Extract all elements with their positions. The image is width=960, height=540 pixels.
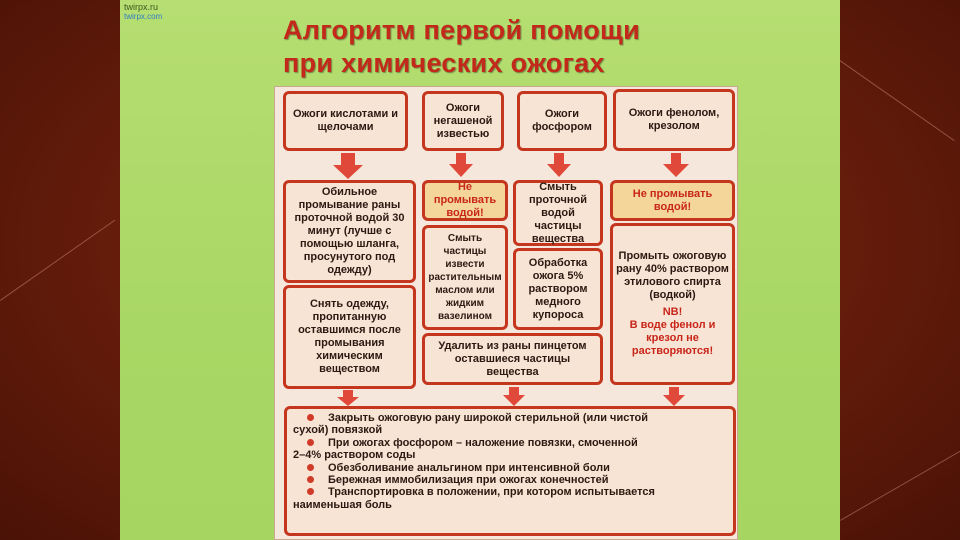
step-wipe-oil: Смыть частицы извести растительным масло… bbox=[422, 225, 508, 330]
list-item: Бережная иммобилизация при ожогах конечн… bbox=[293, 474, 729, 486]
warning-no-water-lime: Не промывать водой! bbox=[422, 180, 508, 221]
warning-text: Не промывать водой! bbox=[433, 181, 497, 219]
list-item-text: Обезболивание анальгином при интенсивной… bbox=[328, 461, 610, 474]
flowchart-image: Ожоги кислотами и щелочами Ожоги негашен… bbox=[274, 86, 738, 540]
nb-text: В воде фенол и крезол не растворяются! bbox=[629, 319, 716, 357]
list-item-text: Закрыть ожоговую рану широкой стерильной… bbox=[328, 412, 649, 424]
step-wash-particles: Смыть проточной водой частицы вещества bbox=[513, 180, 603, 246]
arrow-down-icon bbox=[663, 387, 685, 406]
nb-label: NB! bbox=[662, 306, 683, 318]
arrow-down-icon bbox=[547, 153, 571, 177]
bullet-icon bbox=[307, 463, 314, 471]
final-steps-list: Закрыть ожоговую рану широкой стерильной… bbox=[284, 406, 736, 536]
bullet-icon bbox=[307, 414, 314, 421]
rinse-alcohol-text: Промыть ожоговую рану 40% раствором этил… bbox=[616, 250, 729, 301]
slide-title: Алгоритм первой помощи при химических ож… bbox=[283, 14, 803, 80]
slide: twirpx.ru twirpx.com Алгоритм первой пом… bbox=[120, 0, 840, 540]
warning-no-water-phenol: Не промывать водой! bbox=[610, 180, 735, 221]
bullet-icon bbox=[307, 476, 314, 484]
bullet-icon bbox=[307, 488, 314, 496]
header-acids: Ожоги кислотами и щелочами bbox=[283, 91, 408, 151]
bullet-icon bbox=[307, 438, 314, 446]
decorative-line bbox=[839, 60, 955, 142]
list-item-text: наименьшая боль bbox=[293, 498, 392, 511]
header-phenol: Ожоги фенолом, крезолом bbox=[613, 89, 735, 151]
list-item: При ожогах фосфором – наложение повязки,… bbox=[293, 437, 729, 449]
watermark-line2: twirpx.com bbox=[124, 12, 163, 21]
list-item-continuation: наименьшая боль bbox=[293, 499, 729, 511]
step-rinse-alcohol: Промыть ожоговую рану 40% раствором этил… bbox=[610, 223, 735, 385]
list-item-continuation: 2–4% раствором соды bbox=[293, 449, 729, 461]
step-rinse-water: Обильное промывание раны проточной водой… bbox=[283, 180, 416, 283]
step-remove-clothes: Снять одежду, пропитанную оставшимся пос… bbox=[283, 285, 416, 389]
list-item-continuation: сухой) повязкой bbox=[293, 424, 729, 436]
arrow-down-icon bbox=[449, 153, 473, 177]
title-line1: Алгоритм первой помощи bbox=[283, 15, 641, 45]
watermark-line1: twirpx.ru bbox=[124, 2, 159, 12]
header-lime: Ожоги негашеной известью bbox=[422, 91, 504, 151]
arrow-down-icon bbox=[503, 387, 525, 406]
step-remove-tweezers: Удалить из раны пинцетом оставшиеся част… bbox=[422, 333, 603, 385]
header-phosphorus: Ожоги фосфором bbox=[517, 91, 607, 151]
watermark: twirpx.ru twirpx.com bbox=[124, 2, 162, 22]
step-copper-sulfate: Обработка ожога 5% раствором медного куп… bbox=[513, 248, 603, 330]
arrow-down-icon bbox=[663, 153, 689, 177]
decorative-line bbox=[840, 450, 960, 521]
list-item-text: Бережная иммобилизация при ожогах конечн… bbox=[328, 474, 609, 487]
list-item-text: сухой) повязкой bbox=[293, 424, 383, 437]
arrow-down-icon bbox=[337, 390, 359, 406]
warning-text: Не промывать водой! bbox=[632, 187, 713, 213]
list-item-text: 2–4% раствором соды bbox=[293, 449, 416, 462]
decorative-line bbox=[0, 219, 116, 301]
list-item-text: Транспортировка в положении, при котором… bbox=[328, 486, 655, 499]
list-item: Транспортировка в положении, при котором… bbox=[293, 486, 729, 498]
arrow-down-icon bbox=[333, 153, 363, 179]
title-line2: при химических ожогах bbox=[283, 48, 605, 78]
list-item: Закрыть ожоговую рану широкой стерильной… bbox=[293, 412, 729, 424]
list-item: Обезболивание анальгином при интенсивной… bbox=[293, 462, 729, 474]
list-item-text: При ожогах фосфором – наложение повязки,… bbox=[328, 436, 638, 449]
